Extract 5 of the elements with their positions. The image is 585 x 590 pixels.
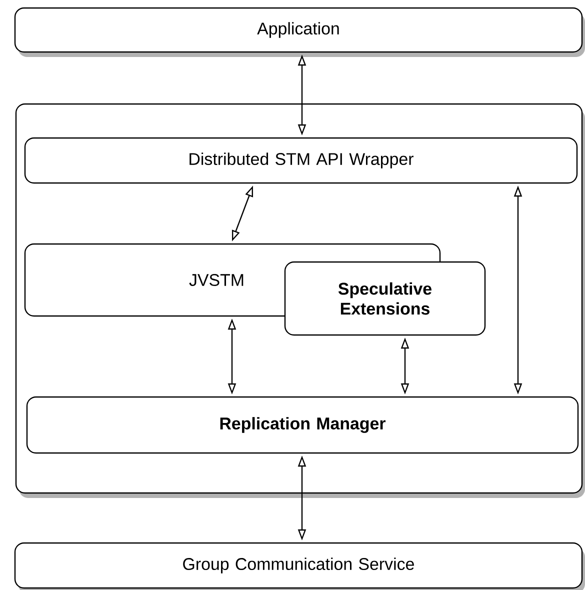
layer-box: Speculative Extensions <box>284 261 486 336</box>
layer-box: Group Communication Service <box>14 542 585 590</box>
layer-box: Application <box>14 7 585 57</box>
layer-box: Distributed STM API Wrapper <box>24 137 578 184</box>
layer-box: Replication Manager <box>26 396 579 454</box>
